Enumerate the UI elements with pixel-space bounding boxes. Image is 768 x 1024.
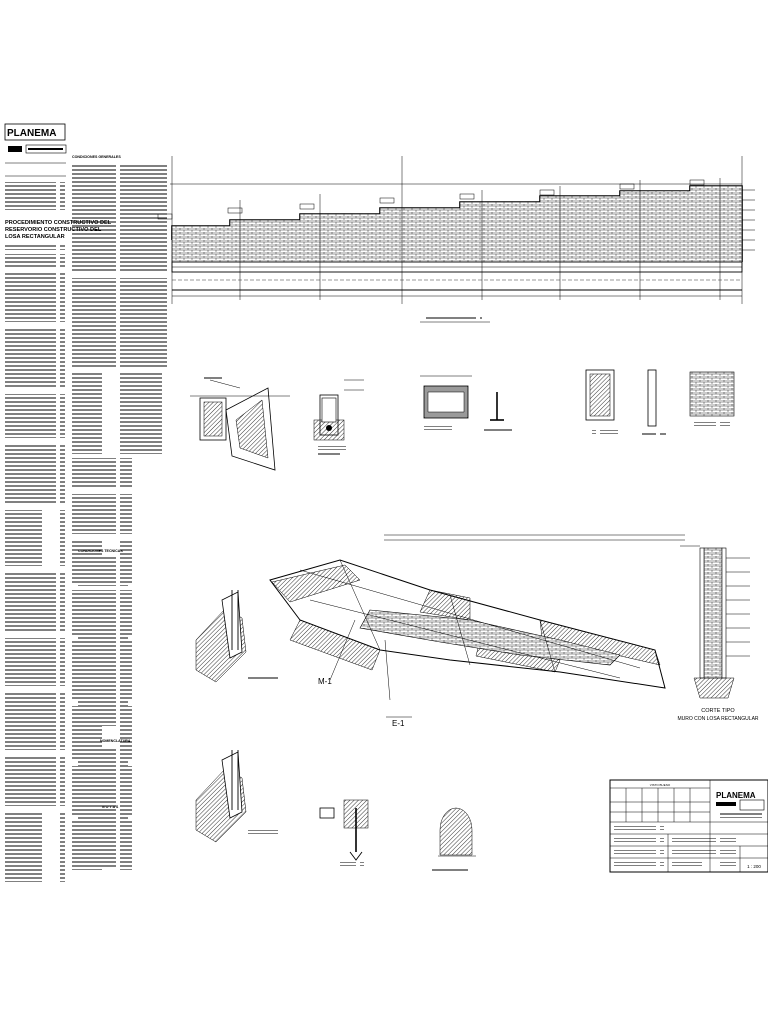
cross-section-title: CORTE TIPO [701, 708, 735, 714]
logo-brand: PLANEMA [7, 128, 56, 139]
company-logo: PLANEMA [4, 123, 67, 154]
specs-heading: CONDICIONES TECNICAS [78, 549, 123, 553]
plan-view: M-1 E-1 [269, 534, 685, 728]
left-procedure-heading: PROCEDIMIENTO CONSTRUCTIVO DEL RESERVORI… [5, 220, 113, 240]
general-notes-heading: CONDICIONES GENERALES [72, 155, 121, 159]
footing-detail-1 [195, 590, 278, 683]
detail-grid-g [689, 371, 735, 426]
title-block: VISTO BUENO PLANEMA 1 : 200 [609, 779, 768, 873]
mark-e1: E-1 [392, 719, 405, 728]
nomenclature-heading: NOMENCLATURA [100, 739, 131, 743]
detail-joint-a [190, 376, 290, 471]
detail-frame-e [585, 369, 618, 434]
detail-post-d [484, 392, 512, 432]
approval-heading: VISTO BUENO [650, 783, 671, 787]
left-column: PLANEMA PROCEDIMIENTO CONSTRUCTIVO DEL R… [4, 123, 113, 882]
specs-column: CONDICIONES TECNICAS NOMENCLATURA N O T … [78, 549, 131, 868]
notes-heading: N O T A S [102, 805, 119, 809]
intro-text-block [5, 182, 65, 210]
title-block-brand: PLANEMA [716, 791, 756, 800]
footing-details [195, 590, 278, 843]
detail-row [190, 369, 735, 471]
detail-pit [313, 379, 364, 456]
detail-panel-c [420, 375, 472, 430]
footing-detail-2 [195, 750, 278, 843]
scale-label: 1 : 200 [747, 864, 761, 869]
wall-elevation [157, 156, 755, 323]
detail-stud-f [642, 369, 666, 436]
cross-section: CORTE TIPO MURO CON LOSA RECTANGULAR [677, 545, 759, 722]
anchor-detail [319, 799, 369, 872]
mark-m1: M-1 [318, 677, 332, 686]
cross-section-subtitle: MURO CON LOSA RECTANGULAR [677, 716, 758, 722]
hook-detail [432, 807, 476, 872]
